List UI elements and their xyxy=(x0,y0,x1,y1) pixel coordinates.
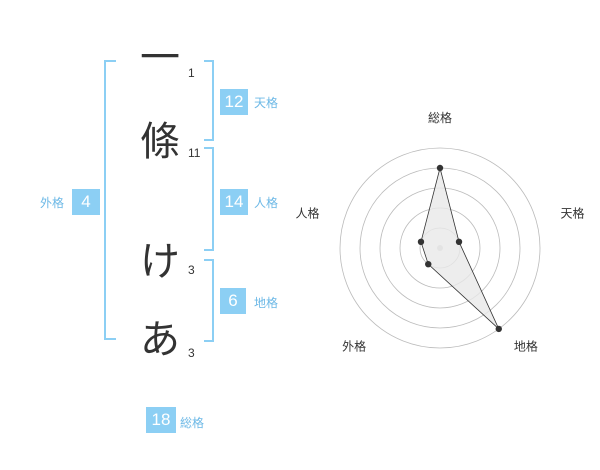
char-2: 條 xyxy=(140,119,180,165)
tenkaku-bracket xyxy=(204,60,214,141)
char-4: あ xyxy=(140,317,180,363)
radar-axis-label-3: 外格 xyxy=(342,339,366,354)
radar-axis-label-1: 天格 xyxy=(561,205,585,220)
char-3: け xyxy=(140,239,180,285)
jinkaku-label: 人格 xyxy=(254,196,279,210)
soukaku-value: 18 xyxy=(146,407,176,433)
char-1: 一 xyxy=(140,35,180,81)
radar-point-3 xyxy=(425,260,432,268)
stroke-count-3: 3 xyxy=(188,263,195,277)
radar-point-1 xyxy=(455,238,463,246)
radar-axis-label-4: 人格 xyxy=(295,205,319,220)
stroke-count-1: 1 xyxy=(188,66,195,80)
jinkaku-bracket xyxy=(204,147,214,251)
radar-ring-5 xyxy=(339,147,541,349)
radar-point-4 xyxy=(417,238,425,246)
gaikaku-bracket xyxy=(104,60,116,340)
chikaku-value: 6 xyxy=(220,288,246,314)
soukaku-label: 総格 xyxy=(180,416,205,430)
jinkaku-value: 14 xyxy=(220,189,248,215)
tenkaku-value: 12 xyxy=(220,89,248,115)
chikaku-bracket xyxy=(204,259,214,342)
radar-axis-label-2: 地格 xyxy=(514,339,538,354)
gaikaku-value: 4 xyxy=(72,189,100,215)
stroke-count-2: 11 xyxy=(188,146,201,160)
radar-series-polygon xyxy=(420,167,500,330)
radar-point-0 xyxy=(436,164,444,172)
radar-point-2 xyxy=(495,325,502,333)
tenkaku-label: 天格 xyxy=(254,96,279,110)
radar-axis-label-0: 総格 xyxy=(428,110,452,125)
chikaku-label: 地格 xyxy=(254,296,279,310)
stroke-count-4: 3 xyxy=(188,346,195,360)
gaikaku-label: 外格 xyxy=(40,196,65,210)
